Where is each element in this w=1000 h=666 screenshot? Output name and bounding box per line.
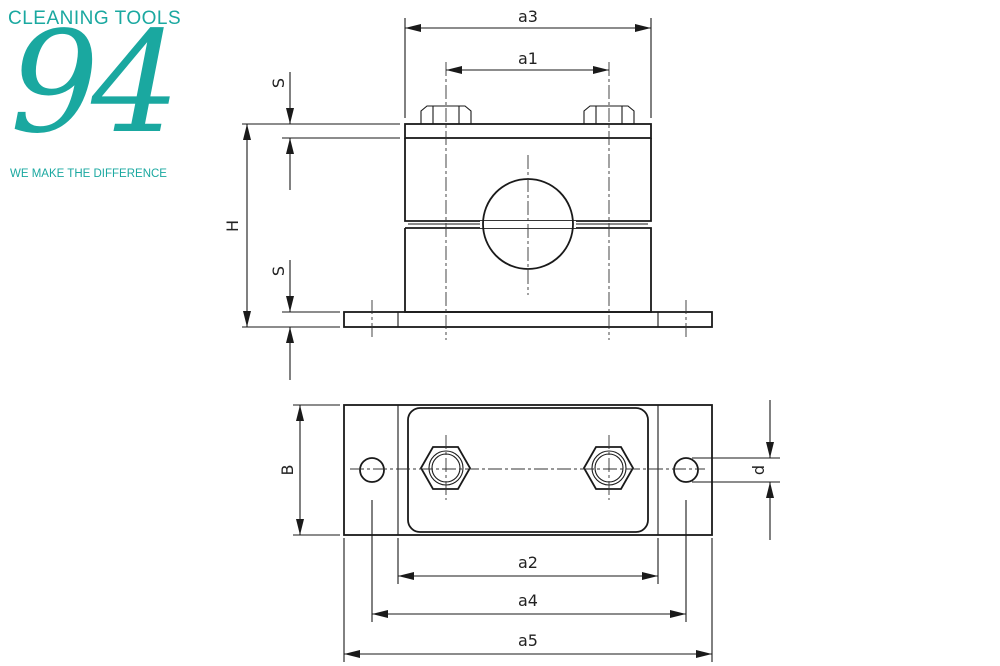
dim-a2: a2 [397, 538, 659, 584]
cover-plate [404, 123, 652, 139]
dim-d: d [692, 400, 780, 540]
dim-B: B [278, 404, 340, 536]
label-a4: a4 [518, 591, 538, 610]
dim-S-bottom: S [269, 260, 340, 380]
label-a3: a3 [518, 7, 538, 26]
label-a2: a2 [518, 553, 538, 572]
dim-H: H [223, 123, 400, 328]
label-S-bottom: S [269, 266, 288, 276]
logo-title: CLEANING TOOLS [8, 8, 182, 29]
label-H: H [223, 220, 242, 232]
brand-logo: CLEANING TOOLS 94 WE MAKE THE DIFFERENCE [0, 0, 220, 190]
dim-a1: a1 [446, 49, 609, 74]
mounting-hole-right [673, 457, 699, 483]
hex-bolt-right [582, 446, 635, 490]
hex-bolt-left [419, 446, 472, 490]
bolt-head-left [420, 105, 472, 124]
label-a5: a5 [518, 631, 538, 650]
label-B: B [278, 465, 297, 476]
dim-a5: a5 [343, 538, 713, 662]
bolt-head-right [583, 105, 635, 124]
dim-a3: a3 [404, 7, 652, 118]
logo-number: 94 [10, 2, 180, 165]
base-plate-top [343, 404, 713, 536]
mounting-hole-left [359, 457, 385, 483]
front-view [343, 62, 713, 340]
logo-tagline: WE MAKE THE DIFFERENCE [10, 168, 167, 180]
label-S-top: S [269, 78, 288, 88]
clamp-top-face [407, 407, 649, 533]
dim-S-top: S [269, 72, 400, 190]
dim-a4: a4 [371, 500, 687, 622]
top-view [343, 404, 713, 536]
label-d: d [749, 465, 768, 475]
label-a1: a1 [518, 49, 538, 68]
base-plate [343, 311, 713, 328]
